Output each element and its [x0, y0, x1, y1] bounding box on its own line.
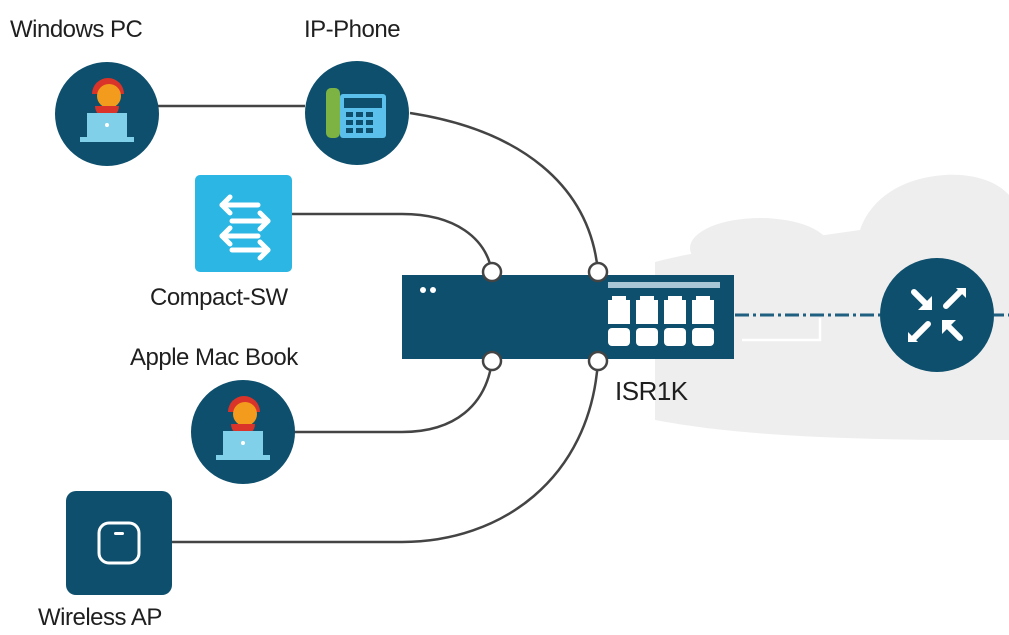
apple-mac-book-label: Apple Mac Book [130, 344, 298, 371]
compact-sw-node[interactable] [195, 175, 292, 272]
isr1k-connection-points [481, 261, 609, 372]
windows-pc-label: Windows PC [10, 16, 143, 43]
isr1k-port-strip [608, 282, 720, 288]
ip-phone-label: IP-Phone [304, 16, 401, 43]
wireless-ap-node[interactable] [66, 491, 172, 595]
isr1k-ethernet-ports [608, 296, 714, 346]
isr1k-led [420, 287, 426, 293]
wan-router-node[interactable] [880, 258, 994, 372]
wan-links [735, 313, 1009, 342]
compact-sw-label: Compact-SW [150, 284, 288, 311]
wan-link-bracket [742, 318, 822, 342]
isr1k-router[interactable] [402, 261, 734, 372]
isr1k-led [430, 287, 436, 293]
connection-links [158, 104, 600, 544]
wan-cloud [655, 174, 1009, 441]
link-ap-isr [172, 360, 600, 544]
apple-mac-book-node[interactable] [191, 380, 295, 484]
switch-arrows-icon [219, 194, 271, 261]
link-phone-isr [409, 111, 600, 273]
wireless-ap-label: Wireless AP [38, 604, 162, 631]
ip-phone-node[interactable] [305, 61, 409, 165]
person-laptop-icon [80, 78, 134, 142]
isr1k-chassis [402, 275, 612, 359]
isr1k-label: ISR1K [615, 376, 688, 406]
windows-pc-node[interactable] [55, 62, 159, 166]
router-arrows-icon [908, 288, 966, 342]
link-mac-isr [294, 360, 494, 434]
link-sw-isr [292, 212, 494, 273]
desk-phone-icon [326, 88, 386, 138]
person-laptop-icon [216, 396, 270, 460]
access-point-icon [97, 521, 141, 565]
